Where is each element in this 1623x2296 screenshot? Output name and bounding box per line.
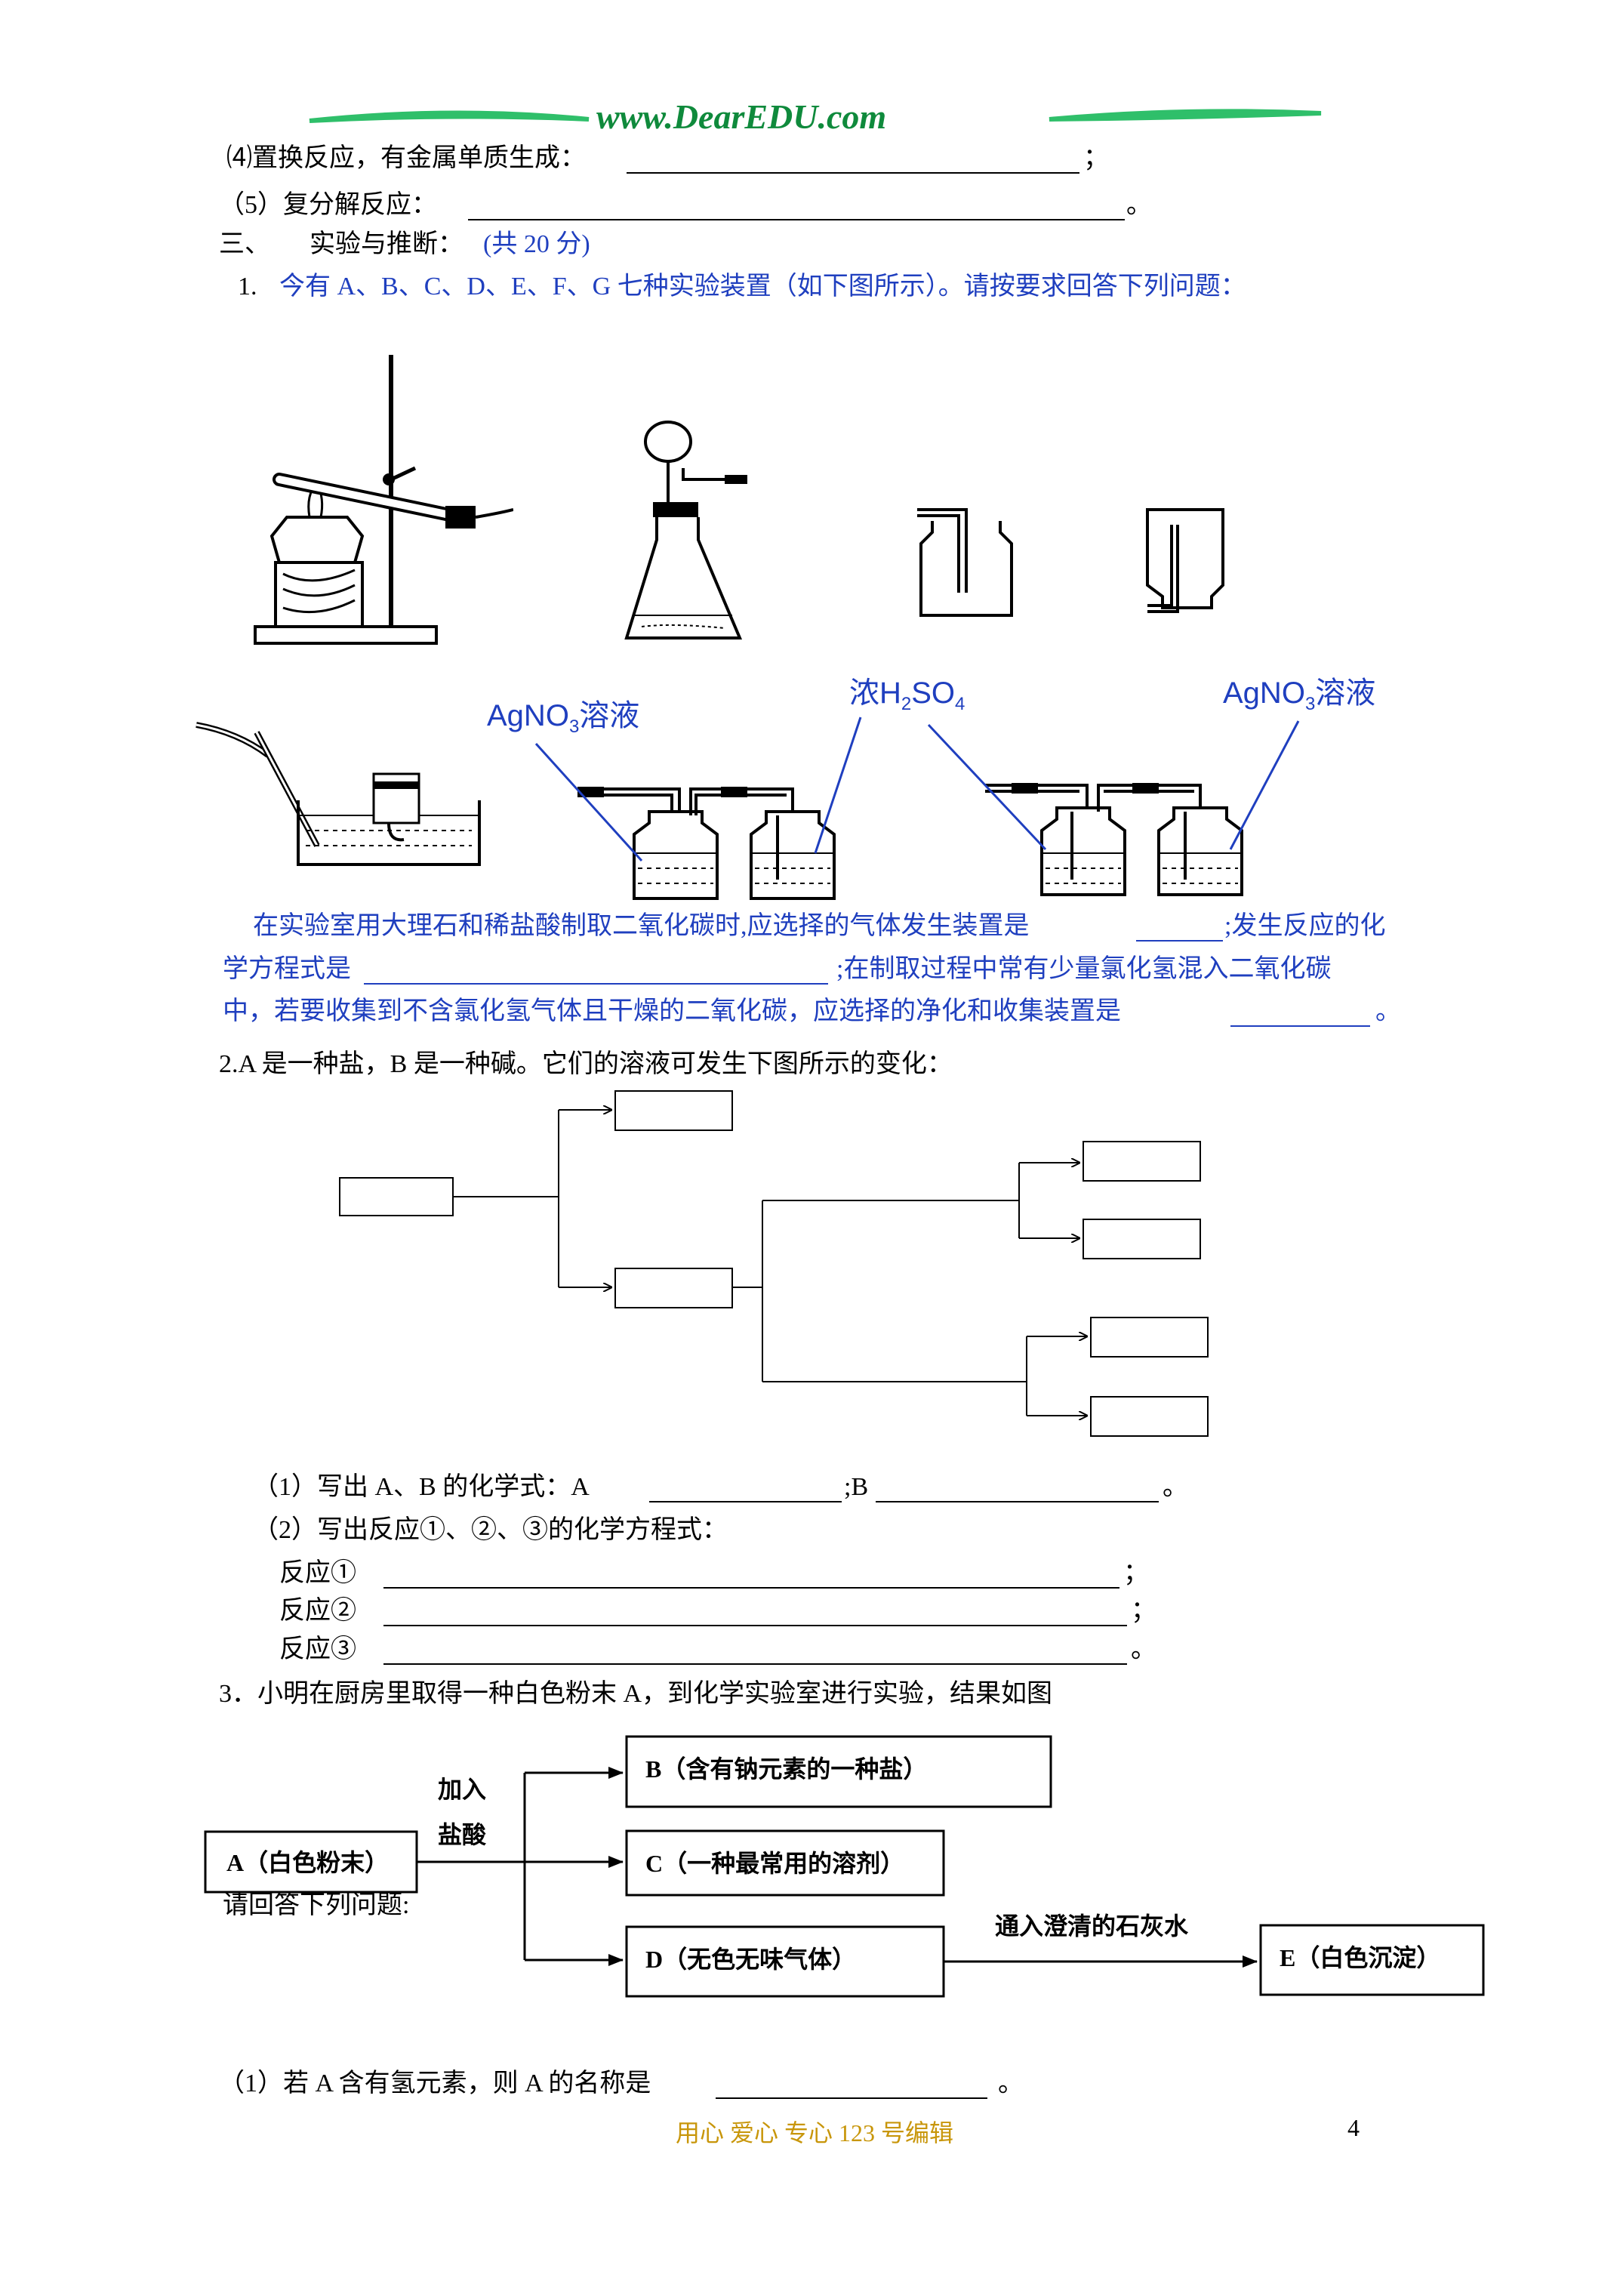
section-number: 三、 [219, 230, 270, 258]
p1-blank-purify[interactable] [1230, 1025, 1370, 1027]
p1-answer-text-f: 。 [1375, 997, 1401, 1025]
reaction3-end: 。 [1131, 1635, 1156, 1663]
p2-q2-text: （2）写出反应①、②、③的化学方程式： [253, 1516, 728, 1544]
problem2-text: 2.A 是一种盐，B 是一种碱。它们的溶液可发生下图所示的变化： [219, 1050, 953, 1078]
q4-text: ⑷置换反应，有金属单质生成： [226, 144, 586, 172]
reaction2-blank[interactable] [383, 1625, 1127, 1626]
label-agno3-right: AgNO3溶液 [1223, 676, 1376, 714]
p2-blank-a[interactable] [649, 1501, 842, 1502]
flow3-label-e: E（白色沉淀） [1280, 1944, 1441, 1971]
p3-q1-text: （1）若 A 含有氢元素，则 A 的名称是 [219, 2069, 651, 2097]
flow2-box-mid [614, 1268, 733, 1308]
p1-answer-text-c: 学方程式是 [223, 955, 351, 983]
flow3-box-b [625, 1735, 1052, 1808]
section-title: 实验与推断： [310, 230, 463, 258]
flow3-label-b: B（含有钠元素的一种盐） [645, 1755, 928, 1783]
apparatus-c-bottle [917, 508, 1013, 617]
flow2-box-r1 [1083, 1141, 1201, 1182]
page-number: 4 [1347, 2114, 1360, 2141]
flow3-label-c: C（一种最常用的溶剂） [645, 1850, 905, 1877]
problem1-text: 今有 A、B、C、D、E、F、G 七种实验装置（如下图所示）。请按要求回答下列问… [279, 273, 1246, 300]
q5-blank[interactable] [468, 219, 1125, 220]
apparatus-d-bottle [1146, 508, 1224, 613]
flow3-label-limewater: 通入澄清的石灰水 [995, 1912, 1189, 1940]
section-score: (共 20 分) [483, 230, 590, 258]
problem1-number: 1. [238, 273, 257, 300]
flow3-label-hcl: 盐酸 [438, 1821, 487, 1848]
reaction1-label: 反应① [279, 1559, 356, 1587]
p3-q1-end: 。 [998, 2069, 1024, 2097]
p1-blank-equation[interactable] [364, 983, 828, 985]
problem2-flow-diagram [339, 1090, 1209, 1437]
flow3-box-a [204, 1830, 418, 1894]
flow2-box-top [614, 1090, 733, 1131]
footer-slogan: 用心 爱心 专心 123 号编辑 [676, 2119, 954, 2147]
p2-q1-text-a: （1）写出 A、B 的化学式：A [253, 1473, 590, 1501]
p3-q1-blank[interactable] [716, 2097, 987, 2099]
p1-answer-text-b: ;发生反应的化 [1224, 912, 1386, 940]
p2-blank-b[interactable] [876, 1501, 1159, 1502]
flow2-box-start [339, 1177, 454, 1216]
site-logo-text[interactable]: www.DearEDU.com [596, 97, 887, 136]
flow2-box-r3 [1090, 1317, 1209, 1358]
reaction1-end: ； [1123, 1559, 1149, 1587]
flow3-label-add: 加入 [438, 1776, 487, 1803]
p1-answer-text-a: 在实验室用大理石和稀盐酸制取二氧化碳时,应选择的气体发生装置是 [253, 912, 1030, 940]
p2-q1-text-b: ;B [844, 1473, 869, 1501]
flow3-label-d: D（无色无味气体） [645, 1946, 857, 1973]
reaction3-label: 反应③ [279, 1635, 356, 1663]
flow2-box-r4 [1090, 1396, 1209, 1437]
problem3-please-answer: 请回答下列问题: [223, 1891, 410, 1919]
apparatus-e-water-trough [196, 722, 481, 866]
q5-end: 。 [1126, 191, 1152, 219]
q5-text: （5）复分解反应： [219, 191, 437, 219]
reaction3-blank[interactable] [383, 1663, 1127, 1665]
reaction2-label: 反应② [279, 1597, 356, 1625]
reaction2-end: ； [1131, 1597, 1156, 1625]
flow3-label-a: A（白色粉末） [226, 1849, 390, 1876]
problem3-flow-diagram [204, 1735, 1485, 1998]
flow2-box-r2 [1083, 1219, 1201, 1259]
label-leader-lines [534, 717, 1300, 862]
label-conc-h2so4: 浓H2SO4 [849, 676, 965, 714]
apparatus-b-flask [624, 421, 747, 639]
apparatus-f-wash-bottles [577, 787, 836, 900]
header-swoosh [309, 109, 1322, 123]
q4-line: ⑷置换反应，有金属单质生成： [226, 142, 586, 175]
label-agno3-left: AgNO3溶液 [487, 699, 640, 737]
p1-answer-text-e: 中，若要收集到不含氯化氢气体且干燥的二氧化碳，应选择的净化和收集装置是 [223, 997, 1121, 1025]
q4-end: ； [1083, 144, 1109, 172]
apparatus-a-heating [254, 355, 513, 645]
p1-answer-text-d: ;在制取过程中常有少量氯化氢混入二氧化碳 [836, 955, 1332, 983]
p2-q1-text-c: 。 [1163, 1473, 1188, 1501]
p1-blank-generator[interactable] [1136, 940, 1223, 942]
reaction1-blank[interactable] [383, 1587, 1119, 1589]
flow3-box-e [1259, 1924, 1485, 1996]
q4-blank[interactable] [627, 172, 1079, 174]
problem3-text: 3．小明在厨房里取得一种白色粉末 A，到化学实验室进行实验，结果如图 [219, 1680, 1053, 1708]
apparatus-g-wash-bottles [985, 783, 1243, 896]
flow3-box-c [625, 1829, 945, 1897]
